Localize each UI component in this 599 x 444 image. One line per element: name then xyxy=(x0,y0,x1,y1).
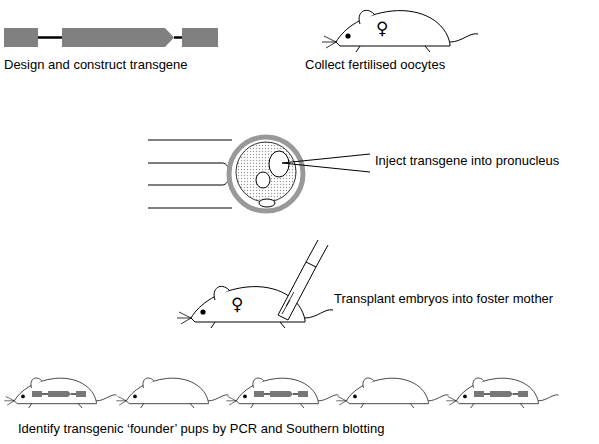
step-label: Transplant embryos into foster mother xyxy=(334,292,553,307)
step-label: Inject transgene into pronucleus xyxy=(375,154,559,169)
transfer-pipette xyxy=(278,240,328,320)
foster-mouse xyxy=(177,286,333,328)
step-label: Collect fertilised oocytes xyxy=(305,58,445,73)
female-symbol: ♀ xyxy=(231,295,243,315)
step-label: Design and construct transgene xyxy=(4,58,188,73)
transgene-construct xyxy=(4,28,218,47)
oocyte-injection xyxy=(148,137,370,211)
step-label: Identify transgenic ‘founder’ pups by PC… xyxy=(18,422,384,437)
donor-mouse xyxy=(322,10,478,52)
female-symbol: ♀ xyxy=(376,19,388,39)
pups xyxy=(4,378,558,408)
